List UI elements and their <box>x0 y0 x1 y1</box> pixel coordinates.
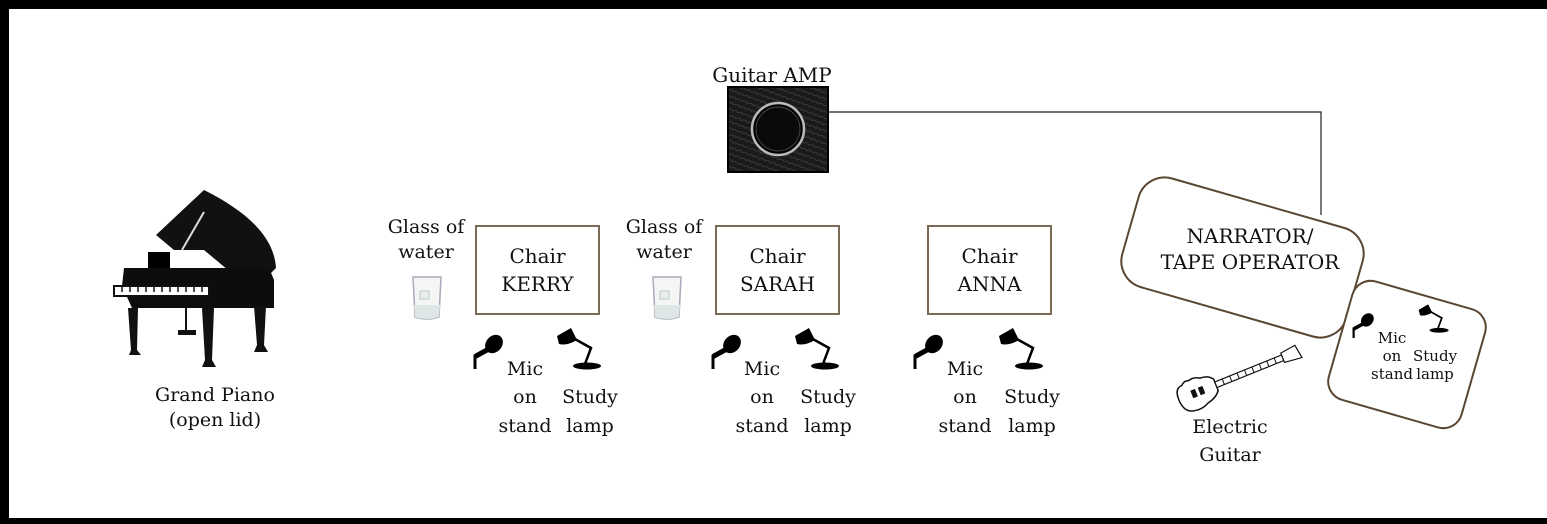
lamp-label-line2: lamp <box>804 415 852 437</box>
chair-name: KERRY <box>501 272 574 296</box>
chair-anna: Chair ANNA <box>927 225 1052 315</box>
microphone-icon <box>473 334 503 369</box>
mic-label-line3: stand <box>938 415 992 437</box>
lamp-label-line1: Study <box>1004 386 1060 408</box>
mic-label-line1: Mic <box>506 358 544 380</box>
mic-label-line2: on <box>1382 347 1402 365</box>
study-lamp-icon <box>1418 304 1449 333</box>
water-glass-icon <box>412 276 442 320</box>
guitar-label-line2: Guitar <box>1199 444 1261 466</box>
narrator-label-line2: TAPE OPERATOR <box>1160 250 1340 274</box>
glass-label-line2: water <box>636 241 692 263</box>
chair-name: ANNA <box>957 272 1022 296</box>
chair-kerry: Chair KERRY <box>475 225 600 315</box>
microphone-icon <box>913 334 943 369</box>
mic-label-line3: stand <box>498 415 552 437</box>
lamp-label-line1: Study <box>562 386 618 408</box>
grand-piano-icon <box>113 190 276 367</box>
glass-label-line1: Glass of <box>625 216 703 238</box>
mic-label-line1: Mic <box>1377 329 1407 347</box>
chair-label: Chair <box>509 244 566 268</box>
lamp-label-line1: Study <box>1413 347 1458 365</box>
lamp-label-line2: lamp <box>1416 365 1454 383</box>
chair-label: Chair <box>961 244 1018 268</box>
mic-label-line2: on <box>513 386 537 408</box>
amp-label: Guitar AMP <box>712 63 832 87</box>
chair-sarah: Chair SARAH <box>715 225 840 315</box>
study-lamp-icon <box>557 328 601 370</box>
piano-label-line2: (open lid) <box>168 409 262 431</box>
electric-guitar-icon <box>1176 344 1303 412</box>
glass-label-line2: water <box>398 241 454 263</box>
mic-label-line3: stand <box>735 415 789 437</box>
mic-label-line1: Mic <box>743 358 781 380</box>
mic-label-line2: on <box>953 386 977 408</box>
piano-label-line1: Grand Piano <box>155 384 275 406</box>
guitar-amp-icon <box>727 86 829 173</box>
mic-label-line2: on <box>750 386 774 408</box>
mic-label-line1: Mic <box>946 358 984 380</box>
microphone-icon <box>711 334 741 369</box>
chair-name: SARAH <box>739 272 816 296</box>
lamp-label-line1: Study <box>800 386 856 408</box>
glass-label-line1: Glass of <box>387 216 465 238</box>
mic-label-line3: stand <box>1371 365 1413 383</box>
lamp-label-line2: lamp <box>566 415 614 437</box>
study-lamp-icon <box>999 328 1043 370</box>
microphone-icon <box>1352 313 1374 338</box>
chair-label: Chair <box>749 244 806 268</box>
narrator-label-line1: NARRATOR/ <box>1186 224 1314 248</box>
study-lamp-icon <box>795 328 839 370</box>
lamp-label-line2: lamp <box>1008 415 1056 437</box>
guitar-label-line1: Electric <box>1192 416 1268 438</box>
water-glass-icon <box>652 276 682 320</box>
